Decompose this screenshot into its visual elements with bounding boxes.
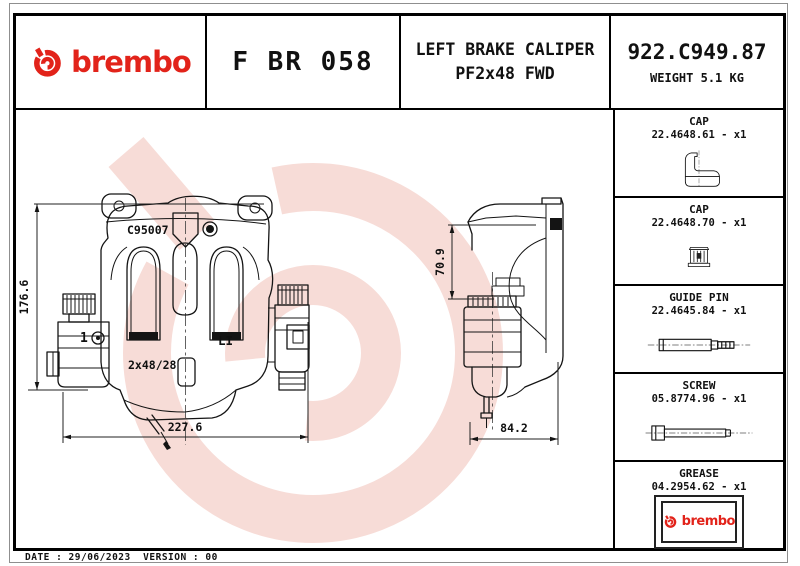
part-name: CAP [689,203,709,216]
part-name: GUIDE PIN [669,291,729,304]
dimension-front-width: 227.6 [62,322,309,443]
grease-box-icon: brembo [654,494,744,549]
drawing-area: C95007 1 2x48/28 LI [16,110,615,548]
brand-wordmark: brembo [71,45,192,79]
part-number: 22.4648.61 - x1 [651,129,747,142]
part-number-cell: 922.C949.87 WEIGHT 5.1 KG [611,16,783,108]
dimension-front-height: 176.6 [17,203,264,391]
part-name: CAP [689,115,709,128]
brembo-emblem-icon [664,515,677,529]
sheet-body: C95007 1 2x48/28 LI [16,110,783,549]
part-number: 922.C949.87 [627,39,767,64]
side-code-label: LI [218,333,233,348]
front-view: C95007 1 2x48/28 LI [46,193,310,450]
part-number: 22.4645.84 - x1 [651,305,747,318]
product-title-line1: LEFT BRAKE CALIPER [415,40,595,60]
caliper-drawing: C95007 1 2x48/28 LI [17,137,564,543]
brembo-emblem-icon [34,47,61,77]
front-height-value: 176.6 [17,280,31,315]
part-row-screw: SCREW 05.8774.96 - x1 [615,374,783,462]
position-marker-label: 1 [80,331,88,346]
dimension-side-height: 70.9 [433,224,536,300]
product-code: F BR 058 [232,47,374,77]
part-row-cap-1: CAP 22.4648.61 - x1 [615,110,783,198]
part-number: 04.2954.62 - x1 [651,481,747,494]
front-width-value: 227.6 [168,420,203,434]
outer-frame [9,3,788,563]
part-name: GREASE [679,467,719,480]
cap-profile-icon [668,142,730,196]
product-title-cell: LEFT BRAKE CALIPER PF2x48 FWD [401,16,611,108]
part-number: 05.8774.96 - x1 [651,393,747,406]
piston-spec-label: 2x48/28 [128,358,177,372]
brand-wordmark: brembo [681,514,736,530]
part-weight: WEIGHT 5.1 KG [650,70,744,85]
part-row-guide-pin: GUIDE PIN 22.4645.84 - x1 [615,286,783,374]
side-view [463,197,564,432]
part-row-cap-2: CAP 22.4648.70 - x1 [615,198,783,286]
title-block-box: brembo F BR 058 LEFT BRAKE CALIPER PF2x4… [13,13,786,551]
date-version-label: DATE : 29/06/2023 VERSION : 00 [25,552,218,563]
product-title-line2: PF2x48 FWD [455,64,555,83]
cap-front-icon [679,230,719,284]
part-number: 22.4648.70 - x1 [651,217,747,230]
brand-cell: brembo [16,16,207,108]
screw-icon [643,406,755,460]
dimension-side-width: 84.2 [469,362,559,445]
product-code-cell: F BR 058 [207,16,401,108]
casting-code-label: C95007 [127,223,169,237]
part-row-grease: GREASE 04.2954.62 - x1 brembo [615,462,783,549]
side-height-value: 70.9 [433,248,447,276]
part-name: SCREW [682,379,716,392]
header: brembo F BR 058 LEFT BRAKE CALIPER PF2x4… [16,16,783,110]
guide-pin-icon [645,318,753,372]
parts-sidebar: CAP 22.4648.61 - x1 CAP 22.4648.70 - x1 [615,110,783,549]
side-width-value: 84.2 [500,421,528,435]
